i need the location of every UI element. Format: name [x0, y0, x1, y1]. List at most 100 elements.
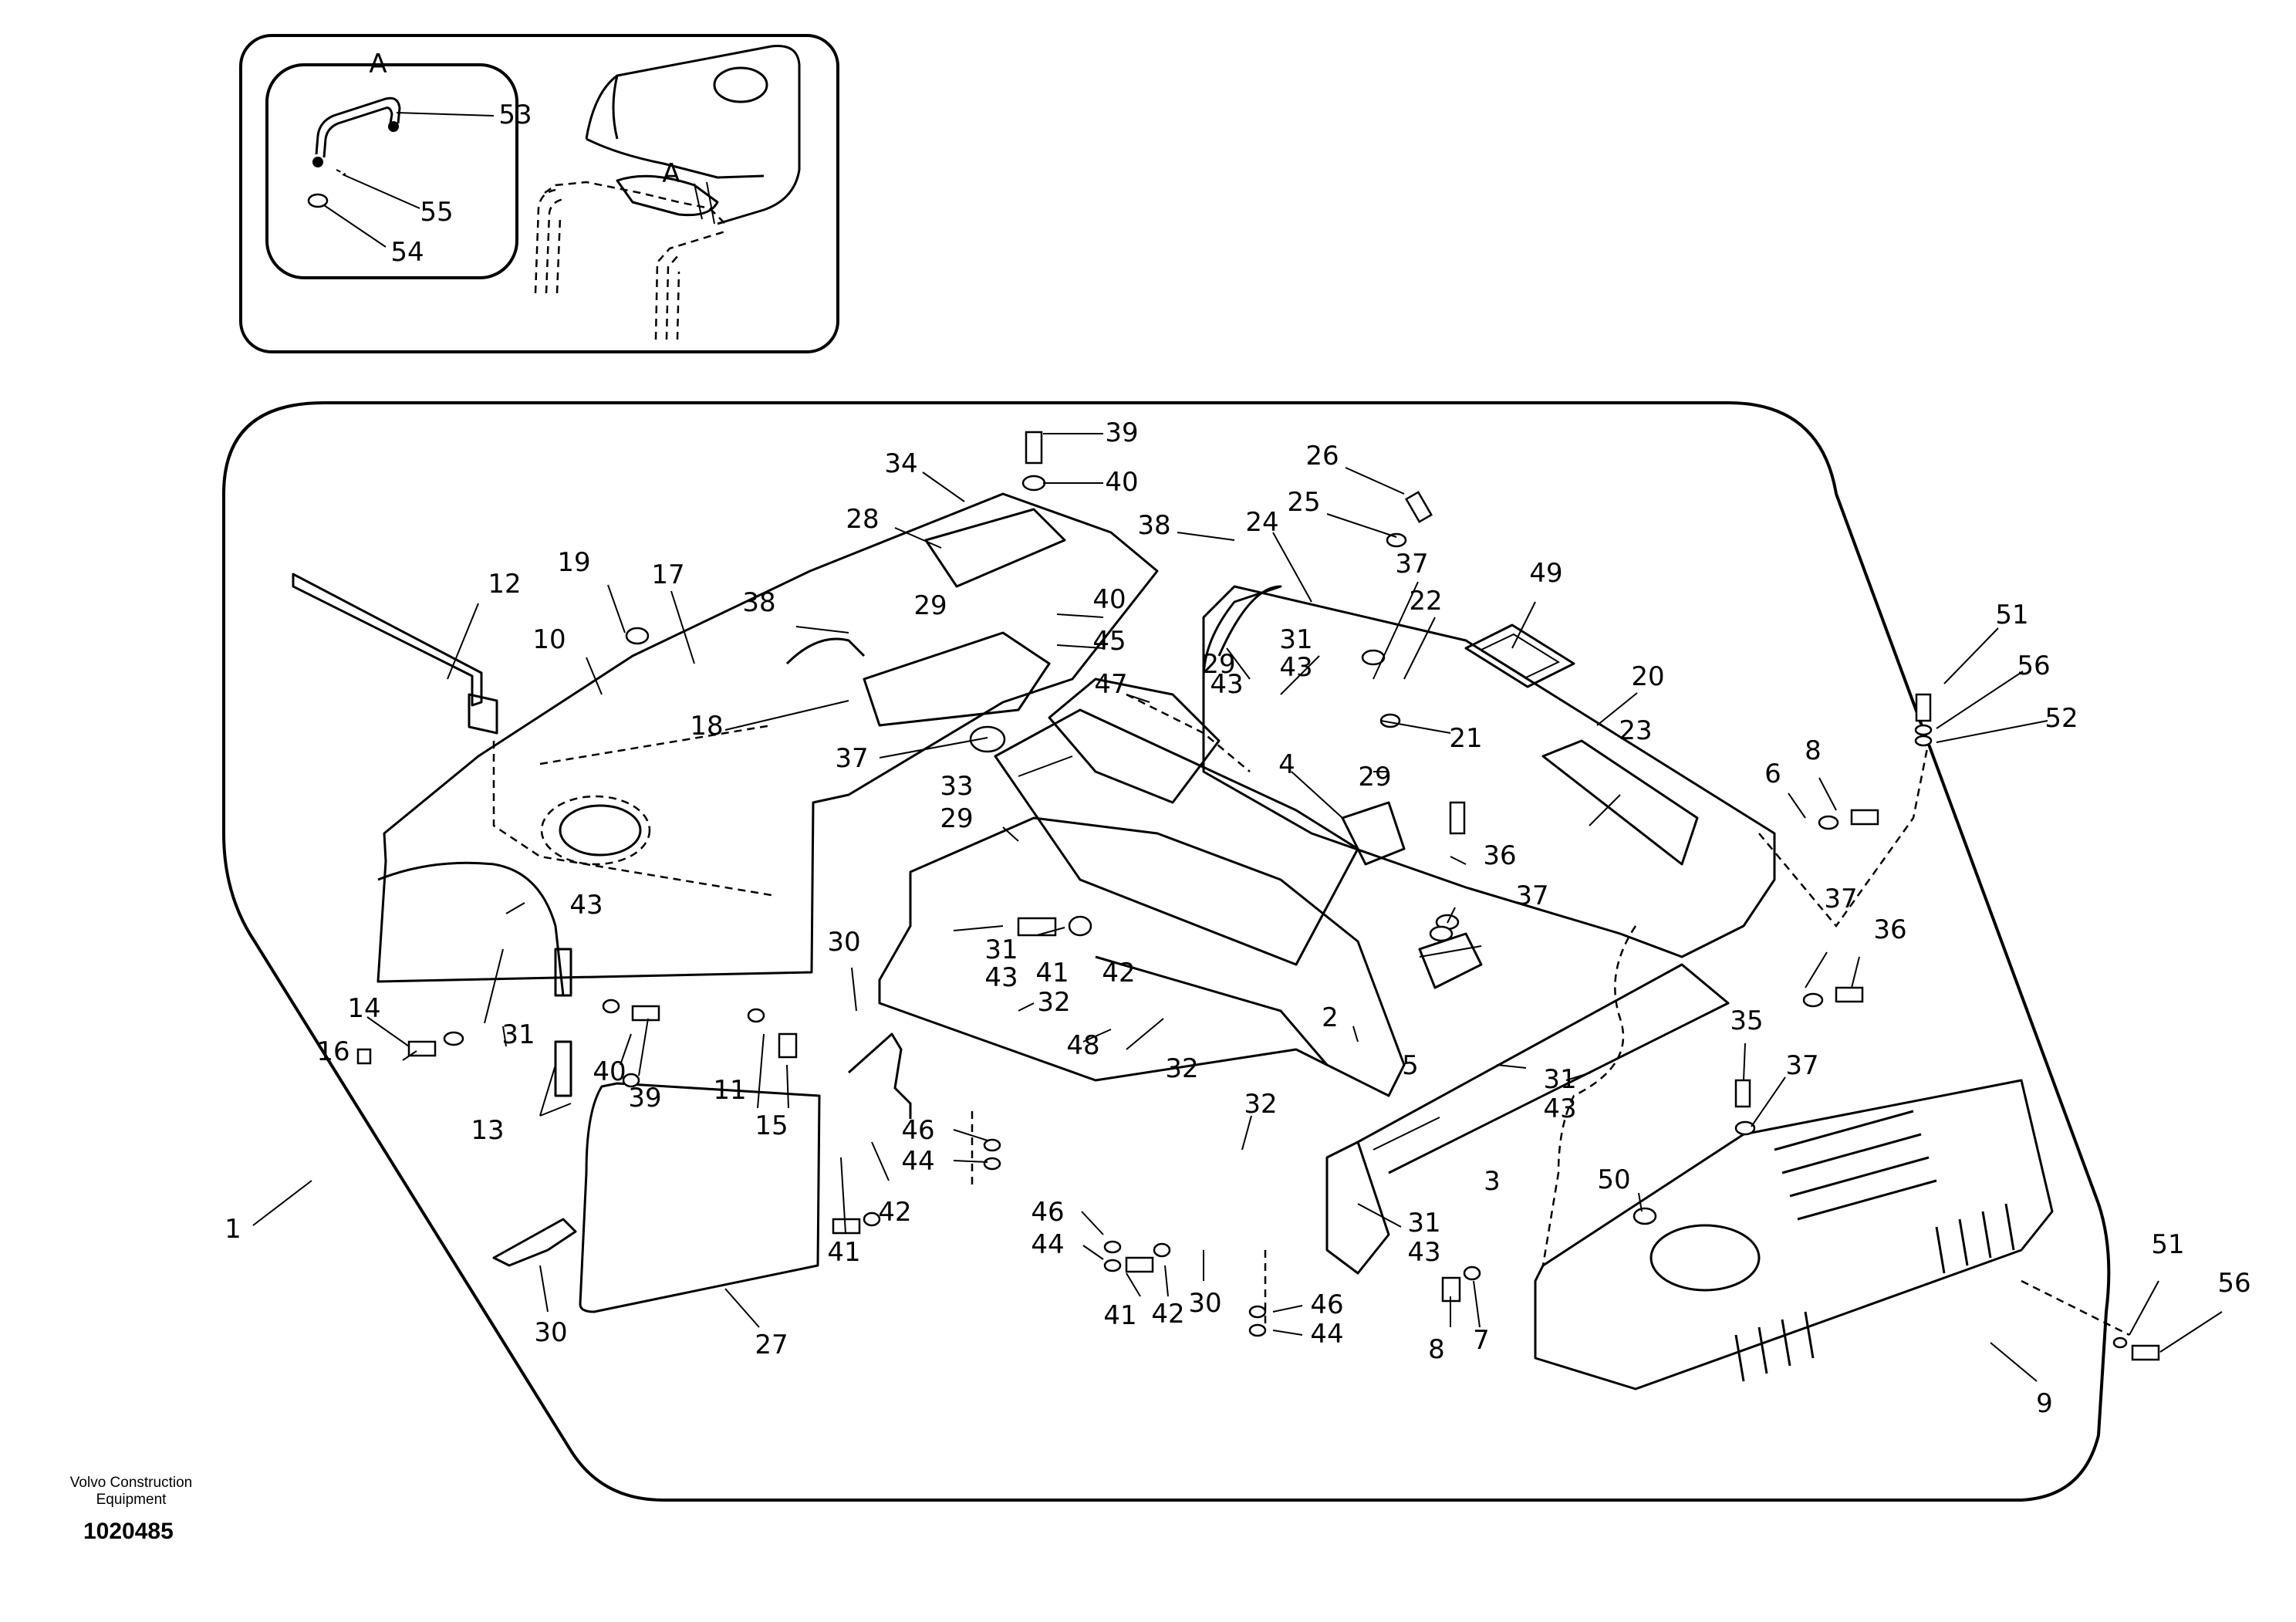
callout-label: 54 — [390, 237, 424, 268]
callout-label: 19 — [557, 547, 590, 578]
drawing-number: 1020485 — [83, 1519, 174, 1544]
callout-label: 52 — [2044, 703, 2078, 734]
cover-vents — [1734, 1110, 2015, 1382]
callout-label: 43 — [1543, 1093, 1576, 1124]
callout-labels: A A 53 55 54 39 40 34 28 26 25 38 24 37 … — [225, 49, 2250, 1419]
callout-label: 43 — [984, 962, 1018, 993]
callout-label: 44 — [1310, 1319, 1343, 1350]
callout-label: 40 — [1092, 584, 1126, 615]
callout-label: 31 — [984, 934, 1018, 965]
leader-lines — [252, 112, 2223, 1382]
callout-label: 42 — [878, 1197, 911, 1228]
detail-view-marker: A — [662, 158, 680, 189]
callout-label: 32 — [1165, 1053, 1198, 1084]
callout-label: 37 — [1395, 549, 1428, 580]
fasteners — [356, 431, 2160, 1361]
detail-view-frame — [265, 63, 518, 279]
callout-label: 50 — [1597, 1164, 1630, 1195]
hood-panel-10 — [376, 492, 1159, 983]
strip-12 — [292, 573, 498, 735]
callout-label: 46 — [901, 1115, 934, 1146]
callout-label: 55 — [420, 197, 453, 228]
callout-label: 18 — [690, 711, 723, 742]
callout-label: 36 — [1873, 914, 1906, 945]
callout-label: 12 — [488, 569, 521, 600]
callout-label: 40 — [1105, 467, 1138, 498]
callout-label: 41 — [1035, 958, 1069, 988]
callout-label: 37 — [1785, 1050, 1818, 1081]
brand-name-line1: Volvo Construction — [69, 1475, 193, 1491]
callout-label: 47 — [1094, 669, 1127, 700]
callout-label: 29 — [940, 803, 973, 834]
callout-label: 20 — [1631, 661, 1664, 692]
callout-label: 43 — [1407, 1237, 1440, 1268]
callout-label: 46 — [1310, 1289, 1343, 1320]
detail-inset — [239, 34, 839, 353]
callout-label: 53 — [498, 100, 532, 130]
callout-label: 38 — [742, 587, 775, 618]
callout-label: 22 — [1409, 586, 1442, 617]
callout-label: 44 — [1031, 1229, 1064, 1260]
callout-label: 34 — [884, 448, 917, 479]
callout-label: 43 — [1279, 652, 1312, 683]
callout-label: 42 — [1102, 958, 1135, 988]
callout-label: 4 — [1278, 749, 1295, 780]
callout-label: 26 — [1305, 441, 1339, 471]
callout-label: 39 — [1105, 417, 1138, 448]
callout-label: 23 — [1619, 715, 1652, 746]
callout-label: 31 — [1279, 624, 1312, 655]
callout-label: 43 — [1210, 669, 1243, 700]
callout-label: 49 — [1529, 558, 1562, 589]
callout-label: 15 — [755, 1110, 788, 1141]
callout-label: 3 — [1484, 1166, 1501, 1197]
callout-label: 37 — [1515, 880, 1548, 911]
detail-view-label: A — [369, 49, 387, 79]
callout-label: 14 — [347, 993, 380, 1024]
callout-label: 16 — [316, 1036, 349, 1067]
callout-label: 9 — [2036, 1388, 2053, 1419]
callout-label: 13 — [471, 1115, 504, 1146]
callout-label: 29 — [1202, 649, 1235, 680]
callout-label: 45 — [1092, 626, 1126, 657]
callout-label: 11 — [713, 1075, 746, 1106]
engine-cover-9 — [1534, 1079, 2054, 1391]
detail-inset-frame — [239, 34, 839, 353]
main-assembly-frame — [222, 401, 2111, 1502]
callout-label: 42 — [1151, 1299, 1184, 1330]
brand-name-line2: Equipment — [96, 1492, 167, 1508]
callout-label: 10 — [532, 624, 566, 655]
callout-label: 31 — [1543, 1064, 1576, 1095]
callout-label: 30 — [534, 1317, 567, 1348]
callout-label: 56 — [2217, 1268, 2250, 1299]
callout-label: 46 — [1031, 1197, 1064, 1228]
side-frame-3 — [1325, 963, 1730, 1275]
callout-label: 31 — [1407, 1208, 1440, 1238]
front-panel-48 — [878, 816, 1406, 1097]
callout-label: 38 — [1137, 510, 1170, 541]
callout-label: 30 — [827, 927, 860, 958]
hood-context-drawing — [534, 45, 801, 340]
callout-label: 25 — [1287, 487, 1320, 518]
callout-label: 29 — [913, 590, 947, 621]
callout-label: 24 — [1245, 507, 1278, 538]
callout-label: 7 — [1473, 1325, 1490, 1356]
callout-label: 36 — [1483, 840, 1516, 871]
callout-label: 33 — [940, 771, 973, 802]
callout-label: 6 — [1764, 759, 1781, 789]
callout-label: 41 — [827, 1237, 860, 1268]
callout-label: 8 — [1428, 1334, 1445, 1365]
callout-label: 32 — [1244, 1089, 1277, 1120]
callout-label: 51 — [2151, 1229, 2184, 1260]
callout-label: 35 — [1730, 1005, 1763, 1036]
assembly-drawing — [292, 431, 2160, 1391]
callout-label: 31 — [501, 1019, 535, 1050]
callout-label: 32 — [1037, 987, 1070, 1018]
callout-label: 48 — [1066, 1030, 1099, 1061]
callout-label: 17 — [651, 559, 684, 590]
callout-label: 40 — [593, 1056, 626, 1087]
callout-label: 41 — [1103, 1300, 1136, 1331]
callout-label: 37 — [835, 743, 868, 774]
callout-label: 39 — [628, 1083, 661, 1113]
callout-label: 21 — [1449, 723, 1482, 754]
